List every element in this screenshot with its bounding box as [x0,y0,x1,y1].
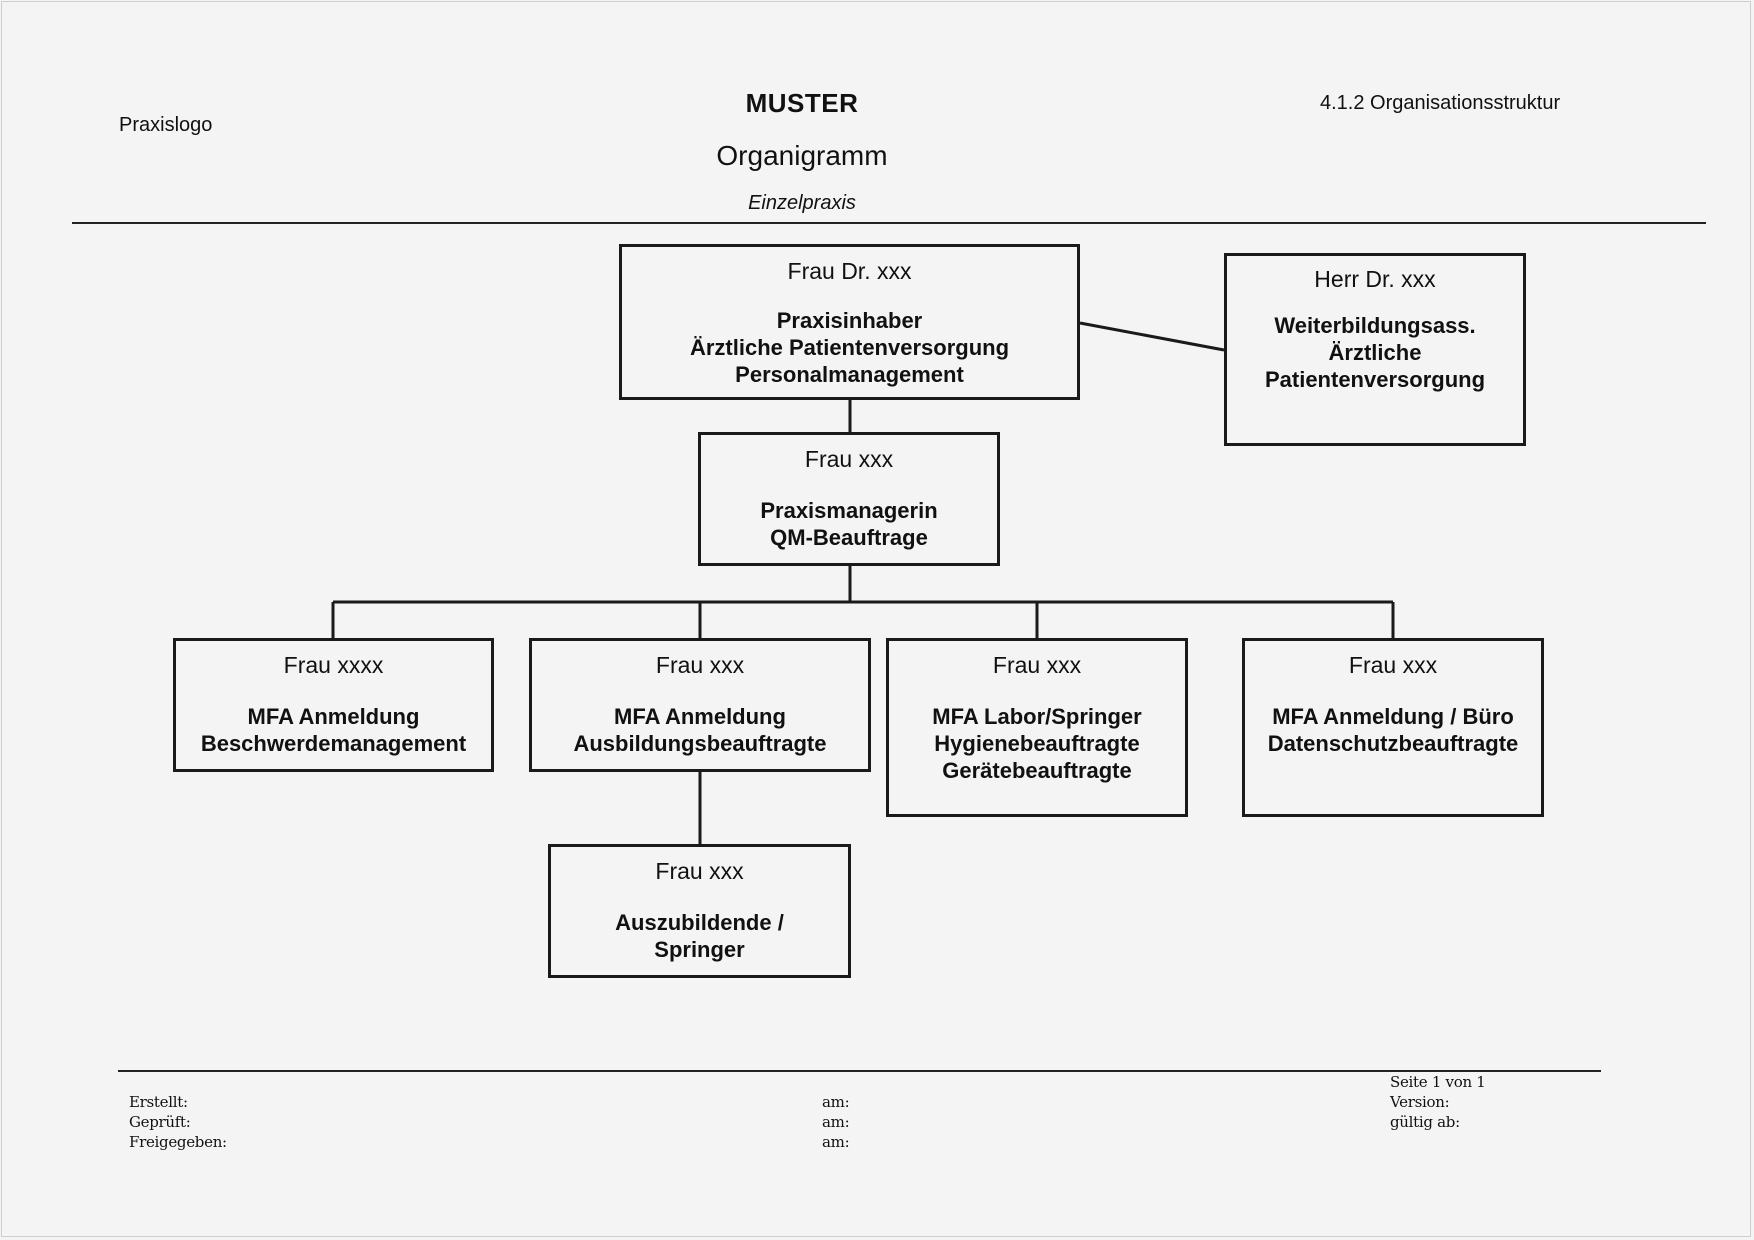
org-box-staff-1: Frau xxxx MFA Anmeldung Beschwerdemanage… [173,638,494,772]
connector-owner-assistant [1079,321,1225,352]
person-name: Frau xxx [655,858,744,884]
page-subtitle: Einzelpraxis [748,192,856,214]
footer-label-date: am: [822,1133,850,1151]
footer-date-labels: am: am: am: [822,1092,850,1152]
person-name: Frau xxx [804,446,894,472]
person-name: Frau xxxx [283,652,384,678]
role-title: Auszubildende / Springer [615,910,784,962]
org-box-trainee: Frau xxx Auszubildende / Springer [548,844,851,978]
role-title: Praxismanagerin QM-Beauftrage [760,498,938,550]
page-number: Seite 1 von 1 [1390,1073,1486,1091]
muster-stamp: MUSTER [745,88,859,118]
org-box-staff-3: Frau xxx MFA Labor/Springer Hygienebeauf… [886,638,1188,817]
org-box-staff-4: Frau xxx MFA Anmeldung / Büro Datenschut… [1242,638,1544,817]
footer-divider [118,1070,1601,1072]
org-box-staff-2: Frau xxx MFA Anmeldung Ausbildungsbeauft… [529,638,871,772]
header-divider [72,222,1706,224]
org-box-assistant-doctor: Herr Dr. xxx Weiterbildungsass. Ärztlich… [1224,253,1526,446]
footer-label-date: am: [822,1113,850,1131]
footer-label-date: am: [822,1093,850,1111]
footer-label-valid-from: gültig ab: [1390,1113,1460,1131]
role-title: MFA Labor/Springer Hygienebeauftragte Ge… [932,704,1142,783]
person-name: Herr Dr. xxx [1314,266,1436,292]
footer-label-version: Version: [1390,1093,1450,1111]
person-name: Frau xxx [992,652,1082,678]
person-name: Frau Dr. xxx [787,258,912,284]
footer-approval-labels: Erstellt: Geprüft: Freigegeben: [129,1092,227,1152]
footer-label-created: Erstellt: [129,1093,188,1111]
footer-label-released: Freigegeben: [129,1133,227,1151]
person-name: Frau xxx [655,652,745,678]
footer-label-checked: Geprüft: [129,1113,191,1131]
section-label: 4.1.2 Organisationsstruktur [1320,92,1561,114]
role-title: Weiterbildungsass. Ärztliche Patientenve… [1264,313,1486,392]
role-title: MFA Anmeldung Beschwerdemanagement [200,704,467,756]
org-box-owner: Frau Dr. xxx Praxisinhaber Ärztliche Pat… [619,244,1080,400]
footer-version-block: Seite 1 von 1 Version: gültig ab: [1390,1072,1486,1132]
page-title: Organigramm [716,140,888,171]
org-box-practice-manager: Frau xxx Praxismanagerin QM-Beauftrage [698,432,1000,566]
role-title: MFA Anmeldung Ausbildungsbeauftragte [573,704,827,756]
person-name: Frau xxx [1348,652,1438,678]
role-title: MFA Anmeldung / Büro Datenschutzbeauftra… [1267,704,1519,756]
role-title: Praxisinhaber Ärztliche Patientenversorg… [689,308,1010,387]
logo-placeholder: Praxislogo [119,114,213,136]
